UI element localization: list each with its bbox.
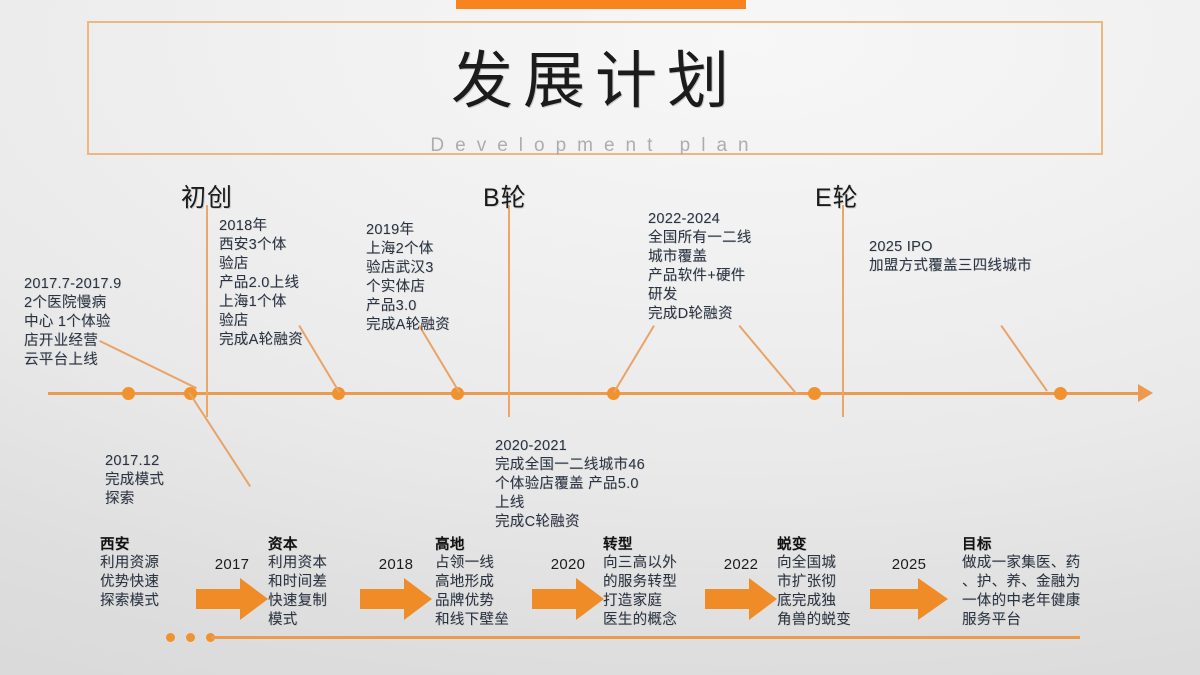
chain-arrow-year: 2025 xyxy=(891,556,927,573)
chain-step-metamorphosis: 蜕变 向全国城 市扩张彻 底完成独 角兽的蜕变 xyxy=(777,536,869,630)
chain-step-title: 蜕变 xyxy=(777,537,807,553)
chain-step-body: 向全国城 市扩张彻 底完成独 角兽的蜕变 xyxy=(777,555,851,628)
timeline-node-dot[interactable] xyxy=(808,387,821,400)
chain-step-body: 向三高以外 的服务转型 打造家庭 医生的概念 xyxy=(603,555,677,628)
chain-step-body: 占领一线 高地形成 品牌优势 和线下壁垒 xyxy=(435,555,509,628)
chain-step-title: 资本 xyxy=(268,537,298,553)
leader-line xyxy=(1000,325,1048,392)
chain-step-body: 利用资源 优势快速 探索模式 xyxy=(100,555,160,609)
stage-tick-line xyxy=(842,205,844,417)
milestone-note-2017-12: 2017.12 完成模式 探索 xyxy=(105,453,165,507)
milestone-note-2017-7: 2017.7-2017.9 2个医院慢病 中心 1个体验 店开业经营 云平台上线 xyxy=(24,276,122,368)
milestone-note-2020-2021: 2020-2021 完成全国一二线城市46 个体验店覆盖 产品5.0 上线 完成… xyxy=(495,438,645,530)
chain-step-capital: 资本 利用资本 和时间差 快速复制 模式 xyxy=(268,536,360,630)
leader-line xyxy=(738,325,798,396)
timeline-node-dot[interactable] xyxy=(332,387,345,400)
chain-step-title: 转型 xyxy=(603,537,633,553)
chain-arrow-year: 2022 xyxy=(723,556,759,573)
arrow-right-icon xyxy=(196,578,268,620)
chain-step-transform: 转型 向三高以外 的服务转型 打造家庭 医生的概念 xyxy=(603,536,707,630)
arrow-right-icon xyxy=(360,578,432,620)
title-frame: 发展计划 Development plan xyxy=(87,21,1103,156)
rail-dot xyxy=(186,633,195,642)
timeline-node-dot[interactable] xyxy=(1054,387,1067,400)
page-title: 发展计划 xyxy=(450,47,739,116)
chain-step-title: 高地 xyxy=(435,537,465,553)
timeline-node-dot[interactable] xyxy=(607,387,620,400)
arrow-right-icon xyxy=(705,578,777,620)
leader-line xyxy=(613,325,655,394)
chain-arrow-2022: 2022 xyxy=(705,536,777,626)
stage-header-round-b: B轮 xyxy=(483,184,527,212)
top-accent-bar xyxy=(456,0,746,9)
chain-arrow-2025: 2025 xyxy=(870,536,948,626)
rail-line xyxy=(211,636,1080,639)
chain-arrow-year: 2017 xyxy=(214,556,250,573)
chain-step-body: 做成一家集医、药 、护、养、金融为 一体的中老年健康 服务平台 xyxy=(962,555,1081,628)
chain-step-xian: 西安 利用资源 优势快速 探索模式 xyxy=(100,536,192,611)
timeline-arrow-icon xyxy=(1138,384,1153,402)
milestone-note-2025-ipo: 2025 IPO 加盟方式覆盖三四线城市 xyxy=(869,239,1032,274)
strategy-chain: 西安 利用资源 优势快速 探索模式 2017 资本 利用资本 和时间差 快速复制… xyxy=(0,536,1200,656)
chain-step-body: 利用资本 和时间差 快速复制 模式 xyxy=(268,555,328,628)
chain-step-highland: 高地 占领一线 高地形成 品牌优势 和线下壁垒 xyxy=(435,536,533,630)
stage-tick-line xyxy=(206,205,208,417)
stage-tick-line xyxy=(508,205,510,417)
chain-arrow-year: 2020 xyxy=(550,556,586,573)
leader-line xyxy=(418,325,461,393)
chain-arrow-2020: 2020 xyxy=(532,536,604,626)
rail-dot xyxy=(166,633,175,642)
chain-arrow-2018: 2018 xyxy=(360,536,432,626)
stage-header-round-e: E轮 xyxy=(815,184,859,212)
arrow-right-icon xyxy=(532,578,604,620)
chain-step-title: 西安 xyxy=(100,537,130,553)
milestone-note-2019: 2019年 上海2个体 验店武汉3 个实体店 产品3.0 完成A轮融资 xyxy=(366,222,450,333)
arrow-right-icon xyxy=(870,578,948,620)
chain-arrow-2017: 2017 xyxy=(196,536,268,626)
bottom-rail xyxy=(0,633,1200,643)
chain-step-goal: 目标 做成一家集医、药 、护、养、金融为 一体的中老年健康 服务平台 xyxy=(962,536,1098,630)
timeline-axis xyxy=(48,392,1146,395)
timeline-node-dot[interactable] xyxy=(451,387,464,400)
milestone-note-2018: 2018年 西安3个体 验店 产品2.0上线 上海1个体 验店 完成A轮融资 xyxy=(219,218,303,348)
page-subtitle: Development plan xyxy=(430,135,760,156)
chain-arrow-year: 2018 xyxy=(378,556,414,573)
stage-header-chuangchuang: 初创 xyxy=(181,184,234,212)
rail-dot xyxy=(206,633,215,642)
timeline-node-dot[interactable] xyxy=(122,387,135,400)
chain-step-title: 目标 xyxy=(962,537,992,553)
milestone-note-2022-2024: 2022-2024 全国所有一二线 城市覆盖 产品软件+硬件 研发 完成D轮融资 xyxy=(648,211,752,322)
timeline-node-dot[interactable] xyxy=(184,387,197,400)
